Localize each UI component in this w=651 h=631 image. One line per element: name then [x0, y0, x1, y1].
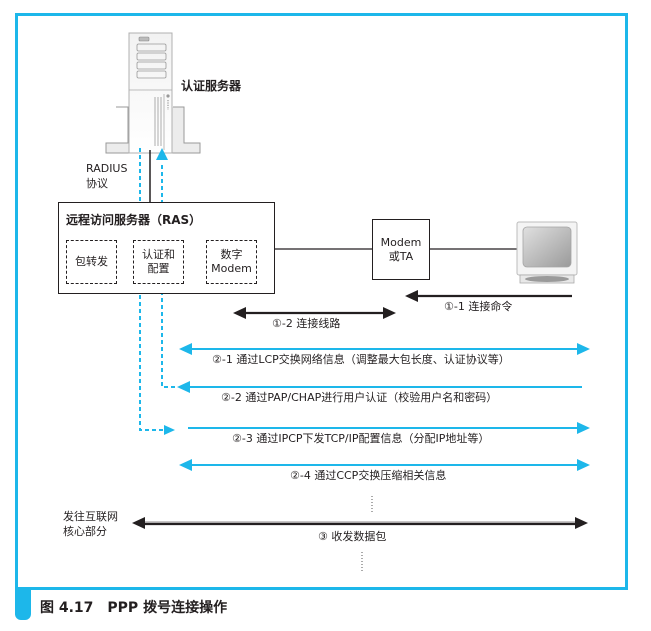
step-3-label: ③ 收发数据包 [318, 530, 387, 543]
step-2-1-arrowhead-right [577, 343, 590, 355]
step-2-1-label: ②-1 通过LCP交换网络信息（调整最大包长度、认证协议等） [212, 353, 510, 366]
radius-label-line2: 协议 [86, 177, 108, 190]
figure-caption: 图 4.17 PPP 拨号连接操作 [40, 600, 228, 616]
ras-box: 远程访问服务器（RAS） 包转发 认证和 配置 数字 Modem [58, 202, 275, 294]
radius-request-arrowhead [164, 425, 175, 435]
module-label-line1: 认证和 [142, 248, 175, 261]
step-1-1-arrowhead [405, 290, 418, 302]
step-2-1-arrowhead-left [179, 343, 192, 355]
modem-box: Modem 或TA [372, 219, 430, 280]
radius-response-arrowhead [156, 148, 168, 160]
step-2-2-label: ②-2 通过PAP/CHAP进行用户认证（校验用户名和密码） [221, 391, 498, 404]
server-tower-icon [105, 32, 201, 154]
module-label-line2: 配置 [147, 262, 170, 275]
step-2-3-arrowhead [577, 422, 590, 434]
computer-monitor-icon [516, 221, 578, 284]
step-2-3-label: ②-3 通过IPCP下发TCP/IP配置信息（分配IP地址等） [232, 432, 490, 445]
ras-title: 远程访问服务器（RAS） [66, 213, 202, 227]
internet-label-line1: 发往互联网 [63, 510, 118, 523]
module-label-line1: 数字 [220, 248, 243, 261]
radius-label-line1: RADIUS [86, 162, 128, 175]
module-label-line2: Modem [211, 262, 252, 275]
step-1-2-arrowhead-left [233, 307, 246, 319]
modem-label-line2: 或TA [388, 249, 414, 263]
figure-frame [15, 13, 628, 590]
caption-tab [15, 590, 31, 620]
step-3-arrowhead-left [132, 517, 145, 529]
step-2-4-arrowhead-left [179, 459, 192, 471]
ras-module-auth-config: 认证和 配置 [133, 240, 184, 284]
step-1-2-label: ①-2 连接线路 [272, 317, 341, 330]
internet-label-line2: 核心部分 [63, 525, 107, 538]
ras-module-digital-modem: 数字 Modem [206, 240, 257, 284]
auth-server-label: 认证服务器 [181, 79, 242, 93]
step-1-2-arrowhead-right [383, 307, 396, 319]
step-1-1-label: ①-1 连接命令 [444, 300, 513, 313]
step-3-arrowhead-right [575, 517, 588, 529]
module-label: 包转发 [75, 255, 108, 268]
ras-module-packet-forwarding: 包转发 [66, 240, 117, 284]
step-2-2-arrowhead [177, 381, 190, 393]
modem-label-line1: Modem [380, 235, 422, 249]
step-2-4-label: ②-4 通过CCP交换压缩相关信息 [290, 469, 447, 482]
step-2-4-arrowhead-right [577, 459, 590, 471]
